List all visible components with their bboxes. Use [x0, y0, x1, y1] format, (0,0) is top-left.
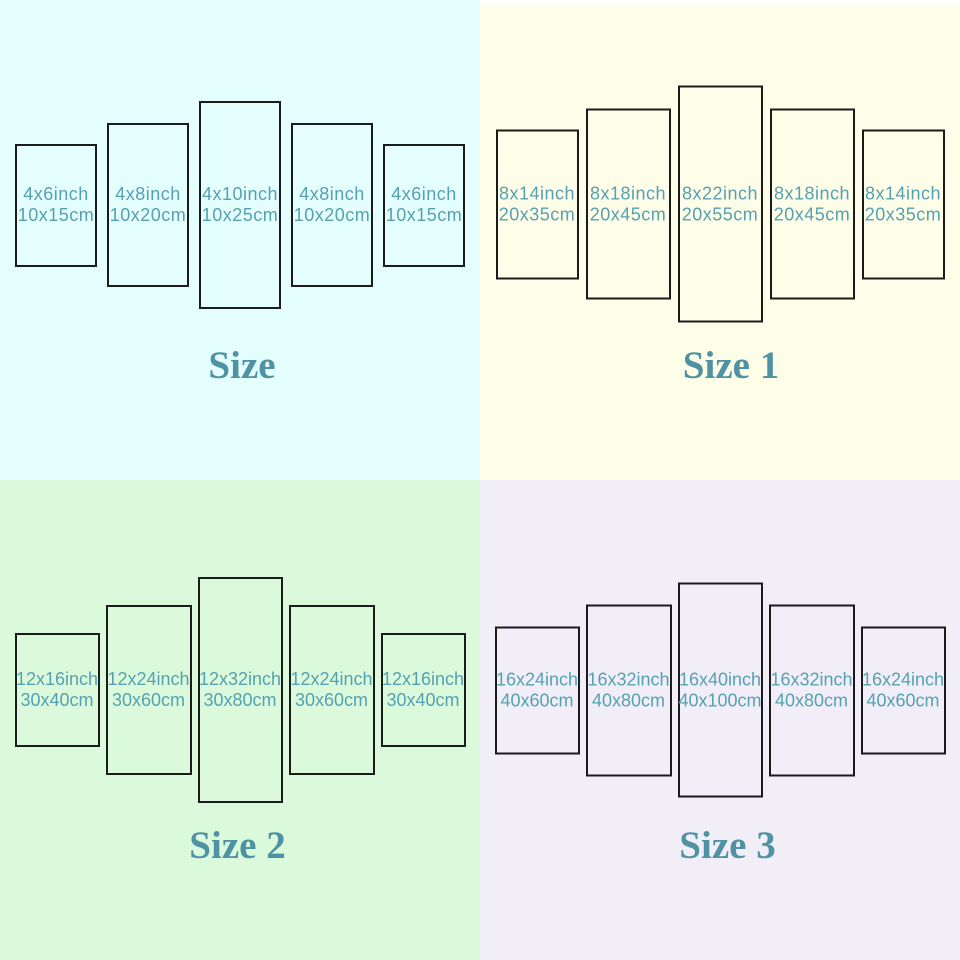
panel-size-inch: 16x32inch — [770, 669, 853, 689]
panel-size-cm: 40x100cm — [678, 690, 762, 710]
panel-size-inch: 16x24inch — [861, 669, 945, 689]
panel-size-cm: 10x20cm — [293, 205, 371, 225]
panel-size-cm: 30x80cm — [203, 690, 277, 710]
canvas-panel: 4x8inch 10x20cm — [291, 123, 373, 287]
panel-row: 8x14inch 20x35cm 8x18inch 20x45cm 8x22in… — [480, 85, 960, 323]
panel-size-inch: 12x16inch — [15, 669, 99, 689]
panel-size-inch: 8x22inch — [681, 183, 759, 203]
canvas-panel: 12x24inch 30x60cm — [288, 605, 375, 775]
panel-size-cm: 30x60cm — [111, 690, 186, 710]
panel-size-cm: 40x80cm — [774, 690, 849, 710]
canvas-panel: 4x6inch 10x15cm — [383, 143, 465, 267]
panel-size-inch: 16x24inch — [495, 669, 579, 689]
panel-size-cm: 40x80cm — [591, 690, 666, 710]
canvas-panel: 16x40inch 40x100cm — [677, 582, 763, 798]
panel-size-cm: 20x35cm — [498, 204, 576, 224]
panel-size-inch: 4x6inch — [391, 184, 457, 204]
canvas-panel: 12x24inch 30x60cm — [105, 605, 192, 775]
panel-size-inch: 16x40inch — [678, 669, 762, 689]
panel-size-inch: 4x8inch — [299, 184, 365, 204]
canvas-panel: 16x24inch 40x60cm — [494, 626, 580, 754]
quadrant-title: Size 1 — [682, 344, 780, 387]
panel-size-cm: 20x45cm — [589, 204, 667, 224]
panel-size-inch: 8x18inch — [589, 183, 667, 203]
canvas-panel: 8x18inch 20x45cm — [769, 108, 855, 300]
canvas-panel: 8x22inch 20x55cm — [677, 85, 763, 323]
panel-size-inch: 12x24inch — [107, 669, 190, 689]
panel-size-cm: 10x20cm — [109, 205, 187, 225]
canvas-panel: 4x10inch 10x25cm — [199, 101, 281, 309]
panel-size-inch: 8x14inch — [864, 183, 942, 203]
panel-size-cm: 10x25cm — [201, 205, 279, 225]
quadrant-size-3: 16x24inch 40x60cm 16x32inch 40x80cm 16x4… — [480, 480, 960, 960]
panel-size-inch: 4x6inch — [23, 184, 89, 204]
canvas-panel: 4x8inch 10x20cm — [107, 123, 189, 287]
quadrant-size: 4x6inch 10x15cm 4x8inch 10x20cm 4x10inch… — [0, 0, 480, 480]
quadrant-size-1: 8x14inch 20x35cm 8x18inch 20x45cm 8x22in… — [480, 0, 960, 480]
panel-size-cm: 20x35cm — [864, 204, 942, 224]
panel-size-inch: 12x16inch — [381, 669, 465, 689]
panel-size-cm: 40x60cm — [500, 690, 574, 710]
panel-size-cm: 20x55cm — [681, 204, 759, 224]
panel-size-inch: 4x10inch — [201, 184, 279, 204]
canvas-panel: 12x32inch 30x80cm — [197, 577, 283, 803]
canvas-panel: 16x24inch 40x60cm — [860, 626, 946, 754]
canvas-panel: 8x14inch 20x35cm — [495, 129, 579, 279]
quadrant-title: Size 3 — [679, 824, 776, 867]
panel-size-inch: 4x8inch — [115, 184, 181, 204]
canvas-panel: 4x6inch 10x15cm — [15, 143, 97, 267]
panel-row: 12x16inch 30x40cm 12x24inch 30x60cm 12x3… — [0, 577, 480, 803]
panel-size-inch: 8x18inch — [773, 183, 851, 203]
panel-size-inch: 8x14inch — [498, 183, 576, 203]
panel-size-cm: 10x15cm — [17, 205, 95, 225]
canvas-panel: 8x14inch 20x35cm — [861, 129, 945, 279]
panel-size-cm: 30x40cm — [386, 690, 460, 710]
panel-size-cm: 20x45cm — [773, 204, 851, 224]
panel-size-cm: 40x60cm — [866, 690, 940, 710]
panel-size-inch: 12x32inch — [198, 669, 282, 689]
canvas-panel: 8x18inch 20x45cm — [585, 108, 671, 300]
quadrant-title: Size 2 — [189, 824, 286, 867]
canvas-panel: 16x32inch 40x80cm — [768, 604, 855, 776]
panel-size-inch: 16x32inch — [587, 669, 670, 689]
panel-row: 16x24inch 40x60cm 16x32inch 40x80cm 16x4… — [480, 582, 960, 798]
panel-size-cm: 10x15cm — [385, 205, 463, 225]
canvas-panel: 16x32inch 40x80cm — [585, 604, 672, 776]
canvas-panel: 12x16inch 30x40cm — [14, 633, 100, 747]
canvas-panel: 12x16inch 30x40cm — [380, 633, 466, 747]
panel-size-cm: 30x40cm — [20, 690, 94, 710]
top-edge-white-strip — [480, 0, 960, 5]
quadrant-size-2: 12x16inch 30x40cm 12x24inch 30x60cm 12x3… — [0, 480, 480, 960]
panel-row: 4x6inch 10x15cm 4x8inch 10x20cm 4x10inch… — [0, 101, 480, 309]
panel-size-cm: 30x60cm — [294, 690, 369, 710]
panel-size-inch: 12x24inch — [290, 669, 373, 689]
quadrant-title: Size — [208, 344, 276, 387]
